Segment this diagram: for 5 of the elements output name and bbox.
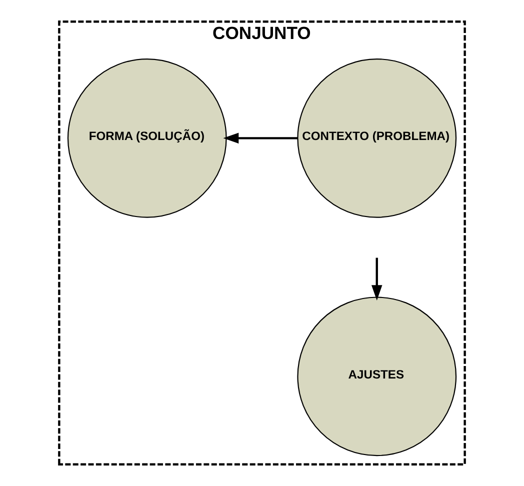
node-circle: CONTEXTO (PROBLEMA): [297, 58, 457, 218]
node-circle: AJUSTES: [297, 296, 457, 456]
arrow: [371, 258, 382, 300]
arrow: [223, 132, 298, 144]
node-circle: FORMA (SOLUÇÃO): [67, 58, 227, 218]
